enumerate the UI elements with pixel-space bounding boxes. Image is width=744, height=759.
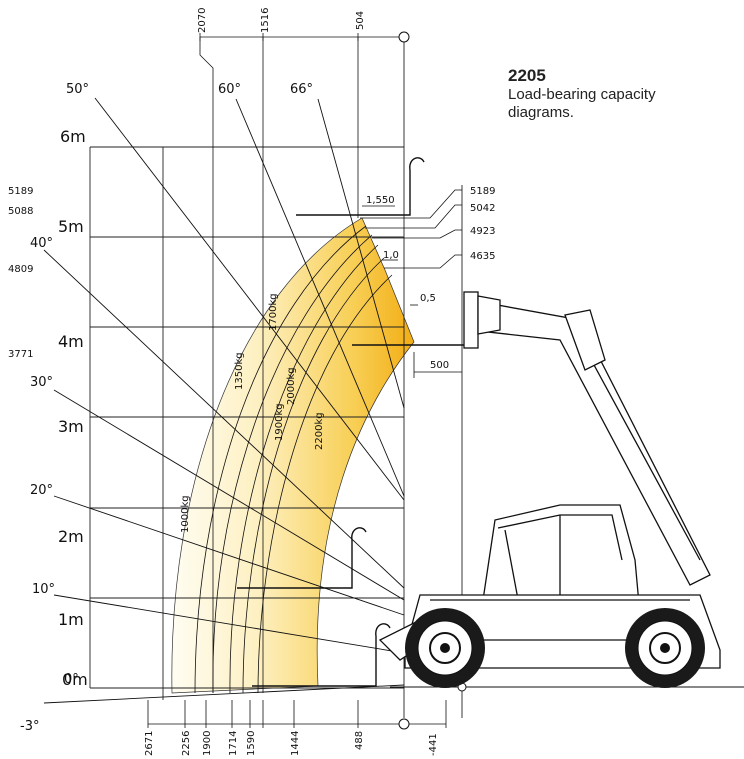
top-dimension-line — [199, 33, 404, 41]
load-label: 1700kg — [268, 293, 279, 331]
angle-label: 30° — [30, 375, 53, 390]
top-dimensions: 2070 1516 504 — [197, 8, 366, 33]
bottom-dim: 1714 — [228, 731, 239, 756]
top-reference-circle — [398, 31, 410, 43]
offset-dimension — [413, 352, 462, 378]
bottom-dim: 488 — [354, 731, 365, 750]
height-label: 4m — [58, 332, 84, 351]
extension-labels: 1,550 1,0 0,5 — [366, 195, 436, 304]
left-heights: 5189 5088 4809 3771 — [8, 186, 33, 360]
top-dim: 2070 — [197, 8, 208, 33]
extension-label: 1,550 — [366, 195, 395, 206]
right-height: 4635 — [470, 251, 495, 262]
load-label: 1000kg — [180, 495, 191, 533]
front-wheel — [405, 608, 485, 688]
bottom-dim: 2671 — [144, 731, 155, 756]
extension-label: 1,0 — [383, 250, 399, 261]
angle-label: 50° — [66, 82, 89, 97]
bottom-reference-circle — [398, 718, 410, 730]
height-label: 5m — [58, 217, 84, 236]
right-height: 5042 — [470, 203, 495, 214]
bottom-dim: 2256 — [181, 731, 192, 756]
height-labels: 6m 5m 4m 3m 2m 1m 0m — [58, 127, 88, 689]
left-height: 4809 — [8, 264, 33, 275]
bottom-dim: 1444 — [290, 731, 301, 756]
top-dim: 1516 — [260, 8, 271, 33]
load-label: 2200kg — [314, 412, 325, 450]
load-label: 1350kg — [234, 352, 245, 390]
rear-wheel — [625, 608, 705, 688]
angle-label: 20° — [30, 483, 53, 498]
bottom-dim: -441 — [428, 733, 439, 756]
model-number: 2205 — [508, 66, 546, 85]
load-label: 2000kg — [286, 367, 297, 405]
angle-label: 66° — [290, 82, 313, 97]
left-height: 5189 — [8, 186, 33, 197]
height-label: 2m — [58, 527, 84, 546]
height-label: 6m — [60, 127, 86, 146]
offset-label: 500 — [430, 360, 449, 371]
right-height-leaders — [360, 189, 462, 306]
angle-labels: -3° 0° 10° 20° 30° 40° 50° 60° 66° — [20, 82, 313, 734]
top-dim: 504 — [355, 11, 366, 30]
left-height: 5088 — [8, 206, 33, 217]
load-label: 1900kg — [274, 403, 285, 441]
angle-rays — [43, 97, 405, 704]
angle-label: -3° — [20, 719, 39, 734]
left-height: 3771 — [8, 349, 33, 360]
right-heights: 5189 5042 4923 4635 — [470, 186, 495, 262]
height-label: 0m — [62, 670, 88, 689]
caption: 2205 Load-bearing capacity diagrams. — [508, 66, 708, 122]
reference-verticals — [199, 37, 359, 693]
angle-label: 40° — [30, 236, 53, 251]
height-label: 3m — [58, 417, 84, 436]
extension-label: 0,5 — [420, 293, 436, 304]
bottom-dimensions: 2671 2256 1900 1714 1590 1444 488 -441 — [144, 731, 439, 756]
height-label: 1m — [58, 610, 84, 629]
angle-label: 0° — [64, 672, 79, 687]
bottom-dim: 1590 — [246, 731, 257, 756]
right-height: 4923 — [470, 226, 495, 237]
angle-label: 60° — [218, 82, 241, 97]
load-zone-boundaries — [194, 225, 393, 694]
angle-label: 10° — [32, 582, 55, 597]
load-zone-labels: 1000kg 1350kg 1700kg 1900kg 2000kg 2200k… — [180, 293, 325, 533]
bottom-dimension-line — [147, 700, 447, 728]
caption-description: Load-bearing capacity diagrams. — [508, 86, 656, 121]
bottom-dim: 1900 — [202, 731, 213, 756]
right-height: 5189 — [470, 186, 495, 197]
